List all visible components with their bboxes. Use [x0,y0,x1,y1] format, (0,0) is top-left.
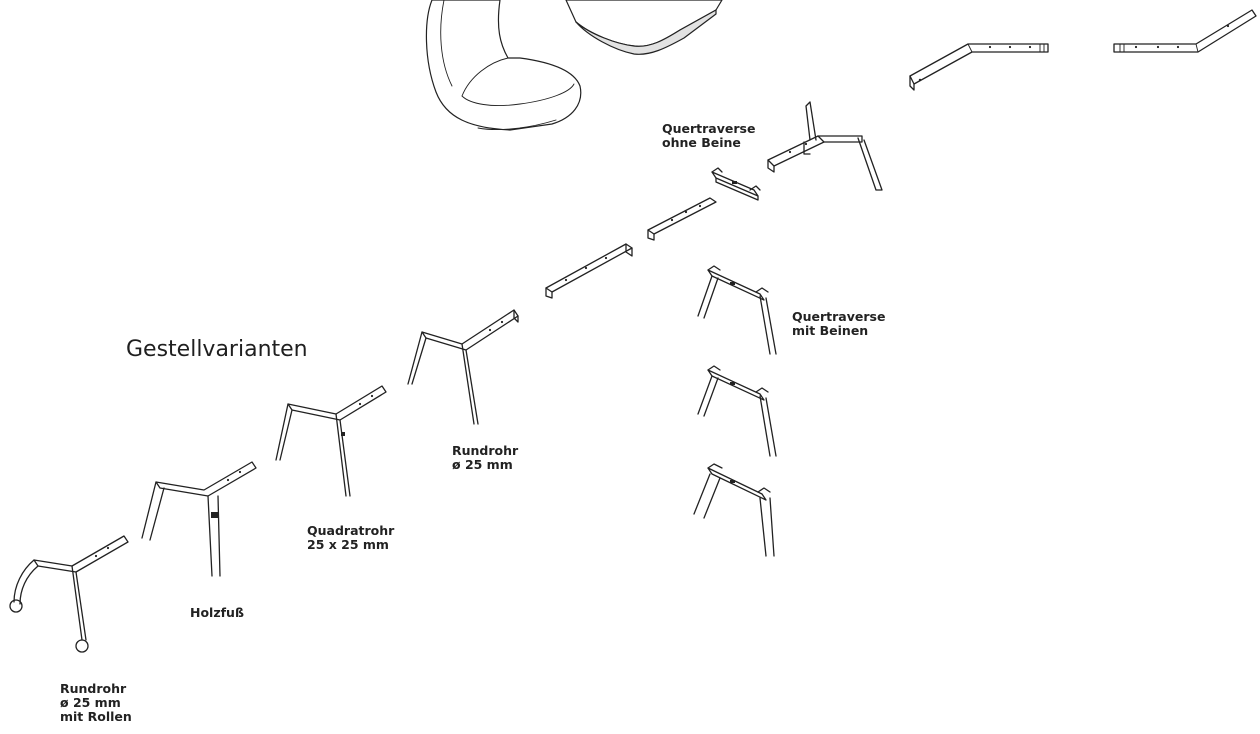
seat-cushion-illustration [565,0,723,55]
crossbar-without-legs [711,167,761,201]
label-round-tube-casters: Rundrohr ø 25 mm mit Rollen [60,682,132,724]
label-line: Rundrohr [452,443,519,458]
crossbar-with-legs-3 [693,463,775,557]
angled-rail-right [1113,9,1257,53]
frame-round-tube-casters [9,535,129,653]
crossbar-with-legs-1 [697,265,777,355]
frame-wooden-leg [141,461,257,577]
frame-square-tube [275,385,387,497]
label-line: Rundrohr [60,681,127,696]
label-square-tube: Quadratrohr 25 x 25 mm [307,524,394,552]
label-line: Quertraverse [792,309,886,324]
label-crossbar-with-legs: Quertraverse mit Beinen [792,310,885,338]
label-crossbar-without-legs: Quertraverse ohne Beine [662,122,755,150]
label-round-tube: Rundrohr ø 25 mm [452,444,518,472]
label-line: mit Beinen [792,323,869,338]
label-line: Quertraverse [662,121,756,136]
crossbar-with-legs-2 [697,365,777,457]
angled-rail-left [909,43,1049,91]
label-line: mit Rollen [60,709,132,724]
frame-variant-upper [767,101,883,191]
frame-round-tube [407,309,519,425]
label-line: ohne Beine [662,135,741,150]
label-wooden-leg: Holzfuß [190,606,244,620]
label-line: Holzfuß [190,605,244,620]
label-line: Quadratrohr [307,523,395,538]
short-rail [647,197,717,241]
label-line: 25 x 25 mm [307,537,389,552]
long-rail [545,243,633,299]
label-line: ø 25 mm [60,695,121,710]
label-line: ø 25 mm [452,457,513,472]
diagram-heading: Gestellvarianten [126,337,308,362]
seat-shell-illustration [425,0,582,131]
